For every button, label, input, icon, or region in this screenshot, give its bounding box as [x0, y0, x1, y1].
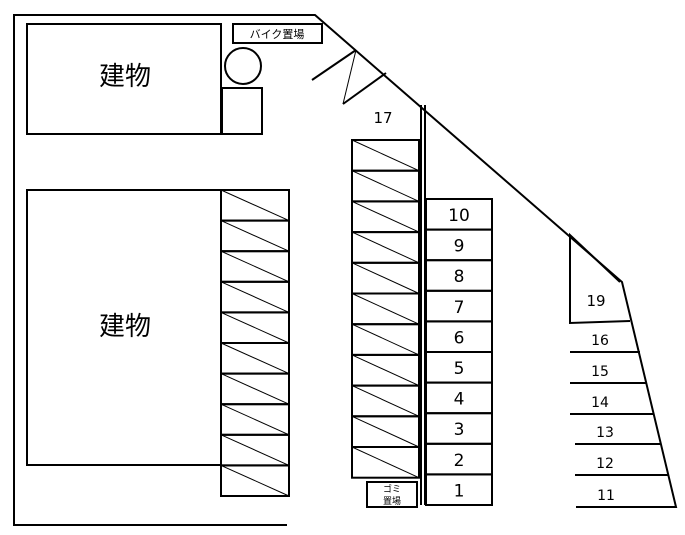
bike-stall-line [342, 72, 387, 105]
numbered-spots-center: 1 2 3 4 5 6 7 8 9 10 [425, 198, 493, 506]
spot-11-label: 11 [597, 488, 615, 504]
spot-16-label: 16 [591, 333, 609, 349]
bike-parking-label: バイク置場 [250, 28, 305, 41]
hatch-line [220, 464, 290, 497]
hatch-line [220, 434, 290, 466]
spot-number: 9 [454, 237, 465, 257]
small-structure [221, 87, 263, 135]
hatch-line [351, 354, 420, 387]
spot-19-outline [569, 232, 631, 325]
hatched-stalls-center [351, 139, 420, 479]
circle-fixture [224, 47, 262, 85]
spot-number: 10 [448, 206, 470, 226]
hatch-line [220, 373, 290, 405]
garbage-area-box [366, 481, 418, 508]
spot-19-label: 19 [586, 292, 605, 310]
bike-stall-diagonal [342, 49, 357, 105]
spot-13-label: 13 [596, 425, 614, 441]
garbage-label-2: 置場 [383, 495, 401, 507]
hatched-stall [351, 446, 420, 479]
spot-15-label: 15 [591, 364, 609, 380]
spot-number: 6 [454, 328, 465, 348]
hatch-line [351, 200, 420, 233]
spot-number: 3 [454, 420, 465, 440]
hatch-line [351, 385, 420, 417]
hatch-line [220, 403, 290, 436]
hatch-line [351, 170, 420, 202]
building-1 [26, 23, 222, 135]
hatch-line [220, 220, 290, 252]
building-2-label: 建物 [99, 312, 151, 342]
hatch-line [220, 281, 290, 313]
garbage-label-1: ゴミ [383, 483, 401, 495]
hatch-line [220, 250, 290, 283]
spot-number: 1 [454, 481, 465, 501]
spot-number: 8 [454, 267, 465, 287]
hatch-line [351, 139, 420, 172]
hatch-line [351, 415, 420, 448]
hatch-line [220, 342, 290, 375]
hatch-line [351, 323, 420, 356]
hatch-line [351, 293, 420, 325]
hatch-line [351, 262, 420, 294]
spot-number: 2 [454, 451, 465, 471]
building-1-label: 建物 [99, 62, 151, 92]
bike-parking-box [232, 23, 323, 44]
spot-14-label: 14 [591, 395, 609, 411]
spot-12-label: 12 [596, 456, 614, 472]
spot-17-label: 17 [373, 109, 392, 127]
hatch-line [351, 231, 420, 264]
numbered-spots-right: 11 12 13 14 15 16 [570, 333, 676, 508]
spot-number: 4 [454, 390, 465, 410]
hatch-line [220, 189, 290, 222]
spot-number: 5 [454, 359, 465, 379]
parking-spot-10 [425, 198, 493, 231]
hatched-stall [220, 464, 290, 497]
hatch-line [351, 446, 420, 479]
bike-stall-line [311, 49, 357, 81]
spot-number: 7 [454, 298, 465, 318]
hatched-stalls-left [220, 189, 290, 497]
hatch-line [220, 311, 290, 344]
